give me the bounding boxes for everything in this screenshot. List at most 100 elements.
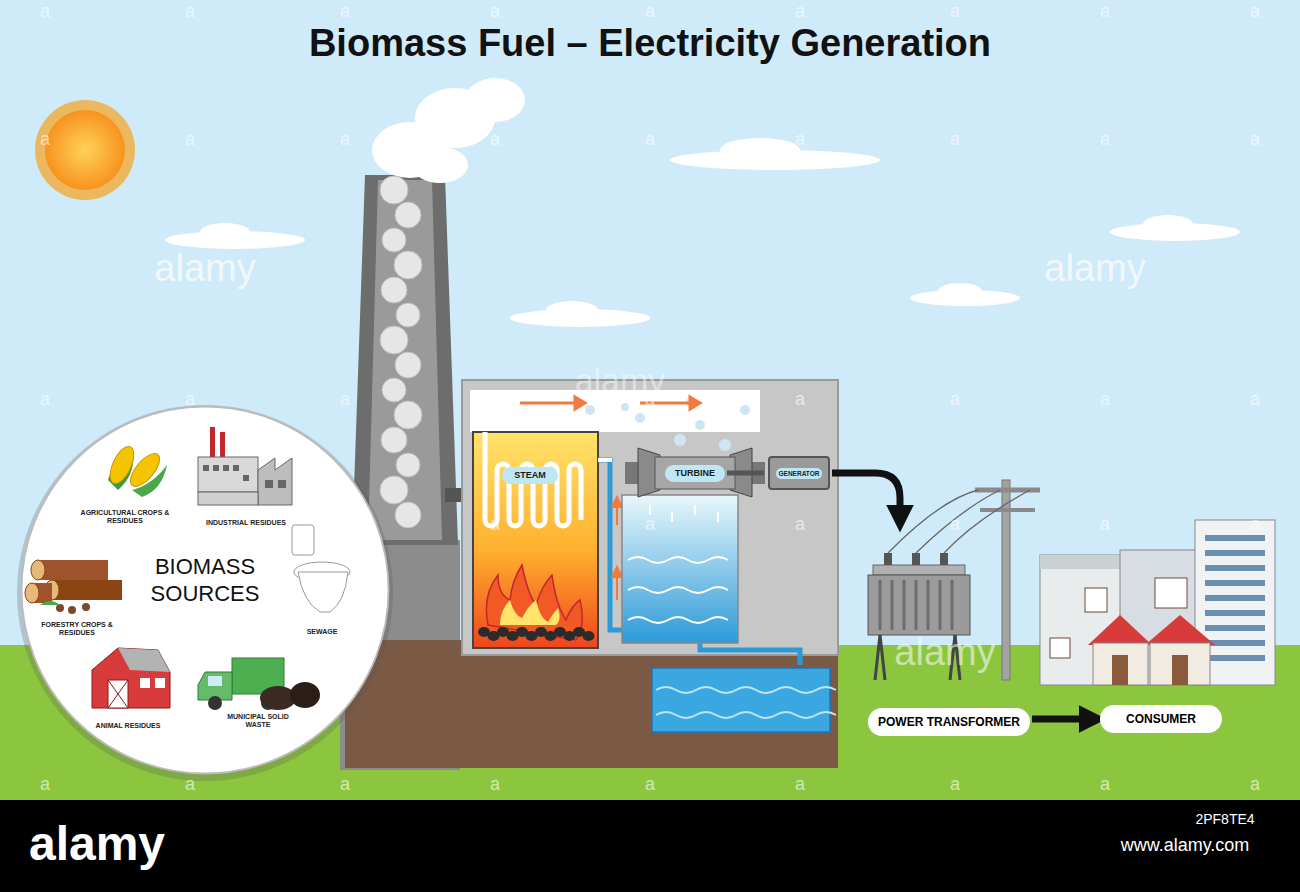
plant-building — [462, 380, 838, 655]
power-pole-part — [975, 488, 1040, 493]
sun — [35, 100, 135, 200]
transformer-part-part — [951, 580, 954, 630]
feed-arrows — [612, 497, 622, 600]
watermark: alamy — [135, 248, 275, 290]
watermark: a — [1243, 515, 1267, 535]
clouds-part — [200, 223, 250, 241]
circle-shape — [21, 406, 388, 773]
watermark: a — [483, 2, 507, 22]
steam-puffs-part — [695, 420, 705, 430]
logs-icon-part — [38, 560, 108, 580]
logs-icon-part-part — [56, 604, 64, 612]
chimney-part — [352, 175, 458, 545]
buildings-part-part — [1205, 565, 1265, 571]
boiler-part — [500, 600, 560, 625]
factory-icon-part-part — [278, 480, 286, 488]
truck-icon-part — [198, 672, 232, 700]
steam-pipe — [598, 458, 612, 462]
logs-icon-part — [31, 560, 45, 580]
watermark: a — [33, 515, 57, 535]
buildings-part-part — [1205, 640, 1265, 646]
logs-icon-part — [40, 601, 60, 605]
factory-icon-part — [198, 492, 258, 505]
watermark: a — [638, 775, 662, 795]
logs-icon-part — [45, 580, 59, 600]
reservoir-part-part — [656, 687, 836, 693]
watermark: a — [1093, 775, 1117, 795]
smoke-puff — [381, 427, 407, 453]
factory-icon-part — [220, 432, 225, 457]
condenser — [622, 495, 738, 643]
transformer-part — [880, 580, 952, 630]
node-text: GENERATOR — [779, 470, 820, 477]
factory-icon-part-part — [265, 480, 273, 488]
transformer-part-part — [912, 553, 920, 565]
condenser-part-part — [717, 512, 719, 522]
reservoir-part-part — [656, 712, 836, 718]
watermark: alamy — [875, 632, 1015, 674]
node-text: POWER TRANSFORMER — [878, 715, 1020, 729]
watermark: a — [333, 2, 357, 22]
buildings-part — [1145, 615, 1215, 645]
buildings-part-part — [1205, 550, 1265, 556]
buildings-part — [1205, 535, 1265, 661]
watermark: a — [943, 390, 967, 410]
watermark: 2PF8TE4 — [1165, 812, 1285, 827]
buildings-part — [1088, 615, 1152, 645]
condenser-part — [628, 557, 728, 623]
transformer-part — [884, 553, 948, 565]
transformer-label: POWER TRANSFORMER — [868, 708, 1030, 736]
boiler-part-part — [500, 600, 560, 625]
steam-puffs — [585, 398, 750, 451]
watermark: a — [788, 775, 812, 795]
toilet-icon — [292, 525, 350, 612]
node-text: BIOMASS SOURCES — [143, 553, 268, 608]
corn-icon — [105, 443, 167, 497]
barn-icon-part — [140, 678, 150, 688]
factory-icon-part-part — [223, 465, 229, 471]
watermark: a — [33, 390, 57, 410]
smoke-puff — [382, 228, 406, 252]
buildings-part-part — [1205, 610, 1265, 616]
boiler-part — [485, 432, 581, 526]
watermark: a — [178, 130, 202, 150]
watermark: a — [638, 515, 662, 535]
clouds — [165, 138, 1240, 327]
watermark: a — [1093, 515, 1117, 535]
pipes-part — [598, 460, 625, 630]
watermark: a — [178, 775, 202, 795]
watermark: a — [333, 775, 357, 795]
reservoir-part — [656, 687, 836, 718]
corn-icon-part — [125, 449, 165, 491]
reservoir — [652, 668, 836, 732]
smoke-puff — [396, 303, 420, 327]
steam-puffs-part — [621, 403, 629, 411]
feed-arrows-part — [612, 567, 622, 577]
watermark: a — [33, 2, 57, 22]
steam-arrows-part — [520, 402, 575, 405]
watermark-bar — [0, 800, 1300, 892]
watermark: a — [1243, 390, 1267, 410]
steam-puffs-part — [674, 434, 686, 446]
buildings-part-part — [1205, 625, 1265, 631]
turbine-label: TURBINE — [665, 465, 725, 482]
factory-icon-part — [210, 427, 215, 457]
transformer-part — [868, 575, 970, 635]
truck-icon-part — [261, 696, 275, 710]
factory-icon-part-part — [243, 475, 249, 481]
smoke-puff — [380, 326, 408, 354]
watermark: a — [483, 775, 507, 795]
turbine-part — [655, 457, 735, 489]
transformer-part-part — [915, 580, 918, 630]
boiler-part-part — [486, 565, 582, 640]
watermark: a — [943, 515, 967, 535]
steam-label: STEAM — [502, 467, 558, 484]
watermark: a — [638, 390, 662, 410]
truck-icon-part — [208, 696, 222, 710]
transformer-part-part — [927, 580, 930, 630]
truck-icon-part — [290, 682, 320, 708]
logs-icon-part — [25, 583, 39, 603]
turbine — [625, 448, 765, 497]
barn-icon — [92, 648, 170, 708]
boiler-part — [486, 565, 582, 640]
